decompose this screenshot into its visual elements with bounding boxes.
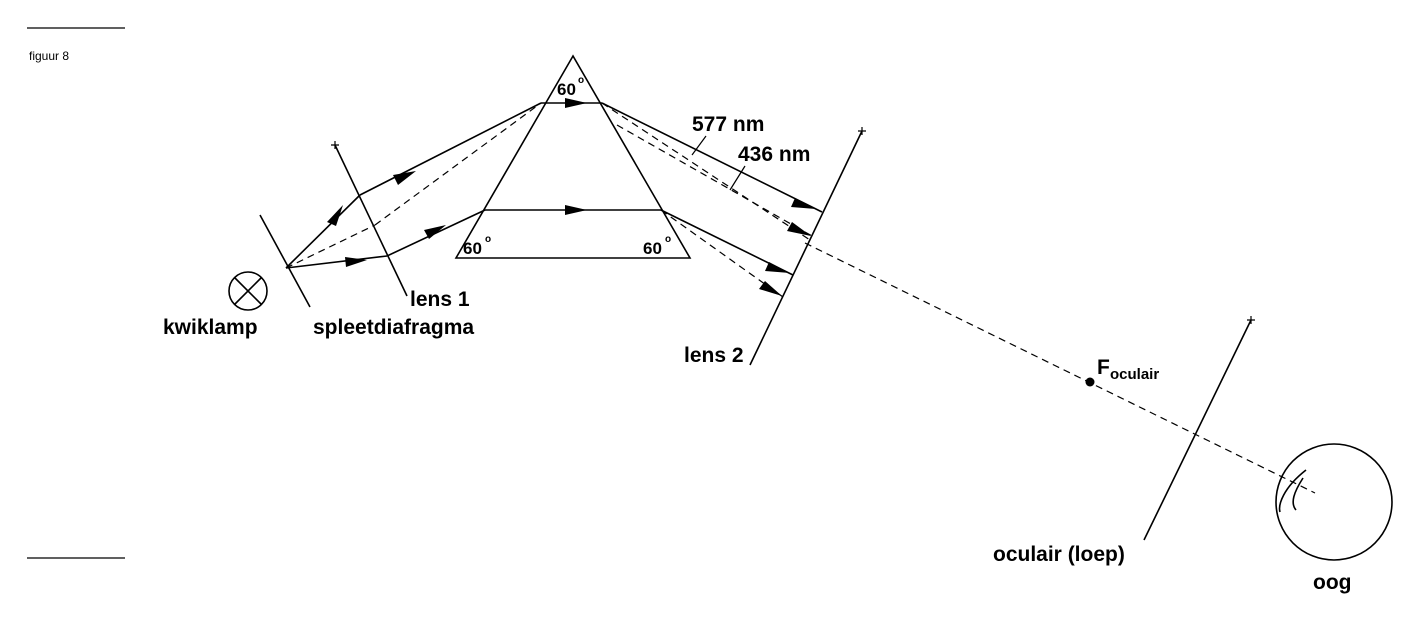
wavelength-577-label: 577 nm — [692, 113, 764, 136]
focal-point-subscript: oculair — [1110, 366, 1159, 383]
incident-rays — [285, 194, 388, 269]
angle-left: 60 — [463, 239, 482, 258]
focal-point-label: F — [1097, 356, 1110, 379]
mercury-lamp-icon — [228, 271, 268, 311]
figure-label: figuur 8 — [29, 49, 69, 63]
eye-label: oog — [1313, 571, 1351, 594]
lens-1-label: lens 1 — [410, 288, 470, 311]
wavelength-577-leader — [691, 135, 707, 156]
eyepiece-label: oculair (loep) — [993, 543, 1125, 566]
slit-diaphragm — [259, 214, 311, 308]
lens-1-tick — [331, 141, 339, 149]
slit-label: spleetdiafragma — [313, 316, 474, 339]
lens-1 — [334, 144, 408, 297]
wavelength-436-leader — [729, 165, 746, 191]
lens-2 — [749, 130, 863, 366]
collimated-rays — [359, 102, 542, 257]
focal-point — [1085, 377, 1095, 387]
degree-mark-top: o — [578, 75, 584, 86]
angle-top: 60 — [557, 80, 576, 99]
lens-2-label: lens 2 — [684, 344, 744, 367]
prism — [454, 54, 692, 259]
degree-mark-right: o — [665, 234, 671, 245]
lamp-label: kwiklamp — [163, 316, 258, 339]
angle-right: 60 — [643, 239, 662, 258]
eyepiece-lens — [1143, 319, 1252, 541]
eyepiece-tick — [1247, 316, 1255, 324]
optical-axis — [804, 242, 1316, 494]
wavelength-436-label: 436 nm — [738, 143, 810, 166]
lens-2-tick — [858, 127, 866, 135]
degree-mark-left: o — [485, 234, 491, 245]
eye-icon — [1275, 443, 1393, 561]
ray-arrowheads — [327, 98, 816, 296]
